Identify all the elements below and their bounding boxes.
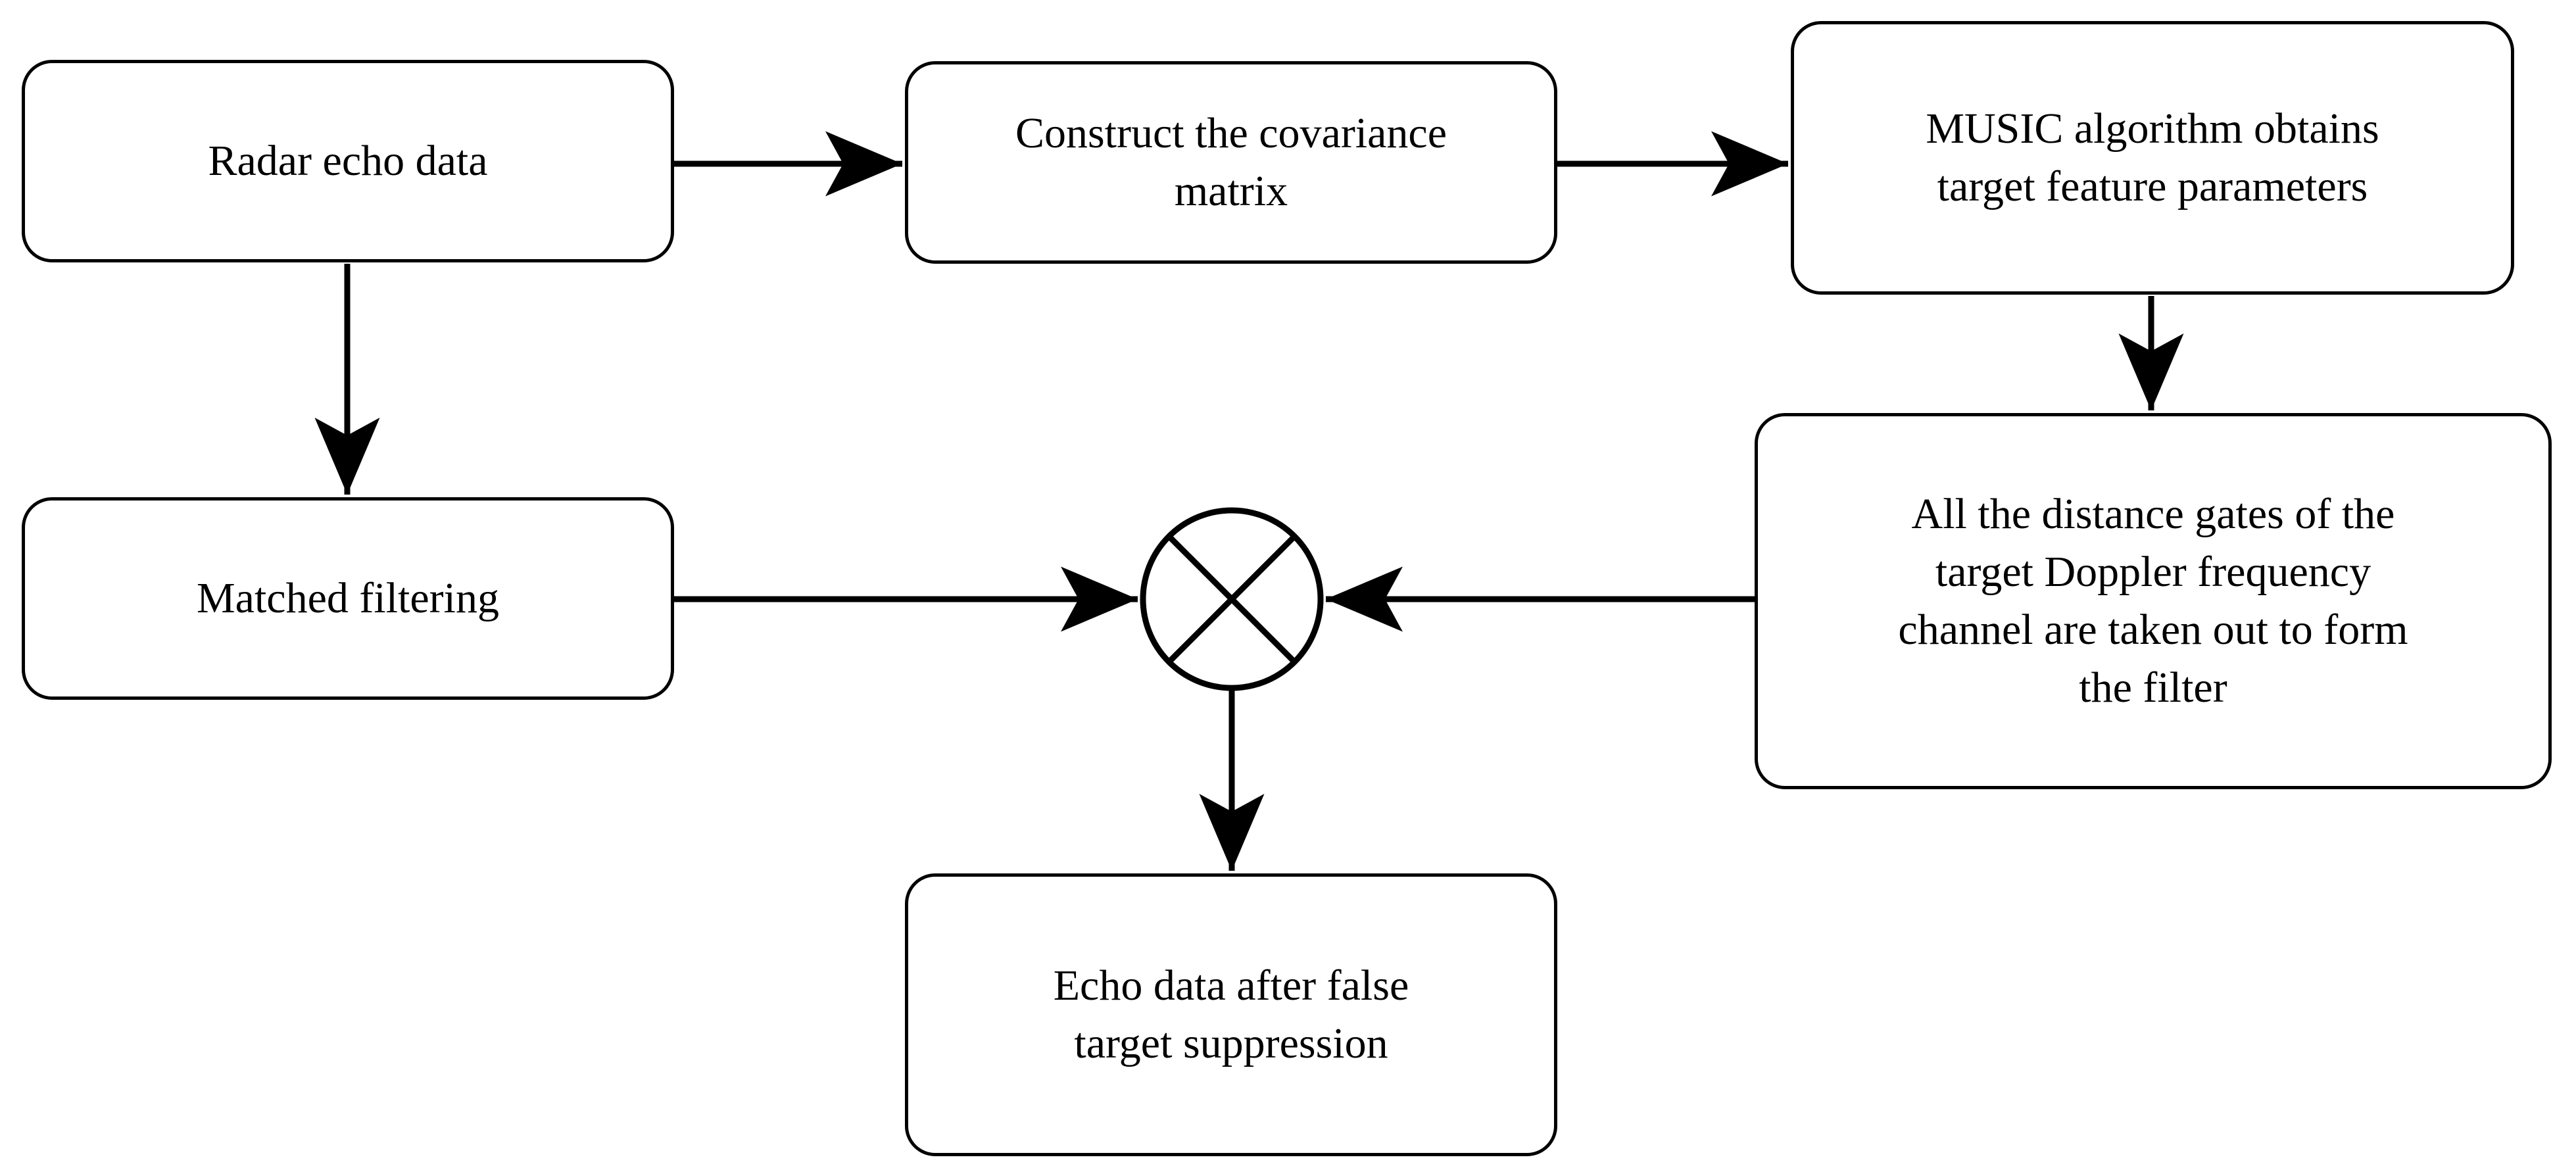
node-music-algorithm[interactable]: MUSIC algorithm obtains target feature p… — [1791, 21, 2514, 295]
node-label-construct-covariance-matrix: Construct the covariance matrix — [1015, 109, 1447, 215]
node-construct-covariance-matrix[interactable]: Construct the covariance matrix — [905, 61, 1557, 264]
node-label-matched-filtering: Matched filtering — [196, 574, 499, 623]
node-echo-data-suppressed[interactable]: Echo data after false target suppression — [905, 873, 1557, 1156]
node-label-music-algorithm: MUSIC algorithm obtains target feature p… — [1926, 105, 2379, 210]
node-label-echo-data-suppressed: Echo data after false target suppression — [1053, 962, 1409, 1067]
node-label-distance-gates-filter: All the distance gates of the target Dop… — [1898, 490, 2408, 712]
node-matched-filtering[interactable]: Matched filtering — [22, 497, 674, 700]
multiplier-icon — [1140, 507, 1324, 691]
node-label-radar-echo-data: Radar echo data — [208, 137, 488, 185]
node-distance-gates-filter[interactable]: All the distance gates of the target Dop… — [1755, 413, 2552, 789]
node-radar-echo-data[interactable]: Radar echo data — [22, 60, 674, 262]
